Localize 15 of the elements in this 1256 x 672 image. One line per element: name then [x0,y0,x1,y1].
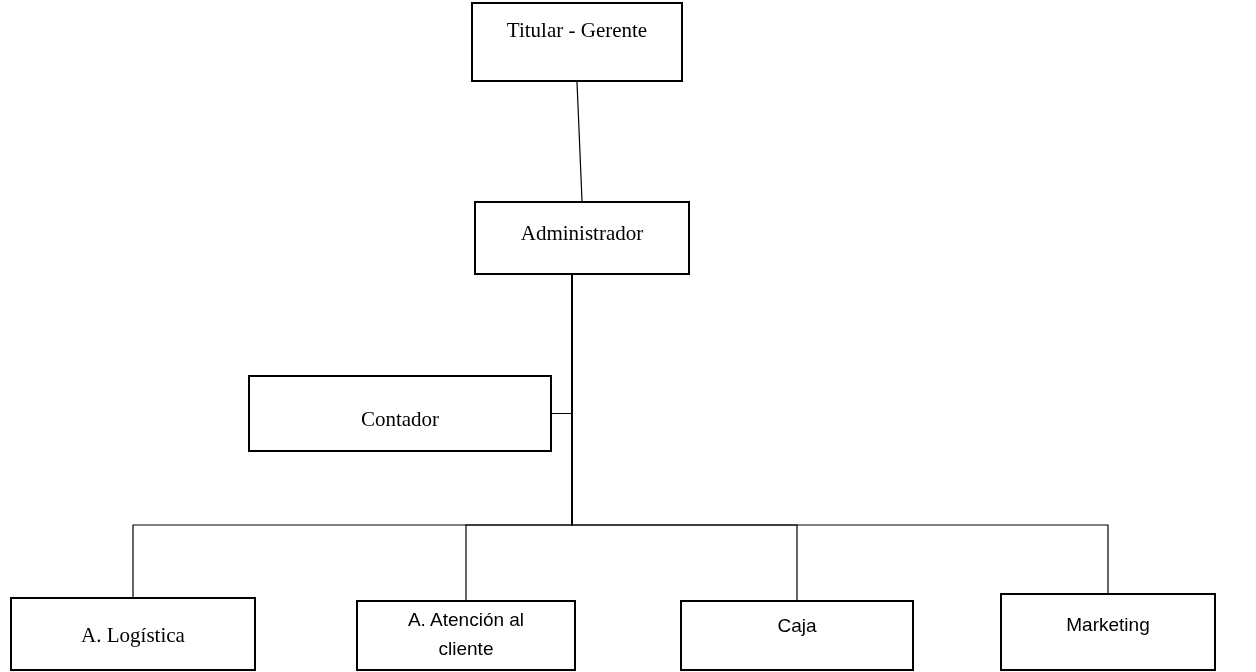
box-label: A. Atención al cliente [406,608,526,661]
box-label: Titular - Gerente [506,18,648,43]
org-box [1000,593,1216,671]
box-label: Contador [360,407,440,432]
org-box [10,597,256,671]
connector-line [576,81,583,202]
org-box [471,2,683,82]
org-box [356,600,576,671]
box-label: Caja [777,614,817,638]
box-label: Administrador [520,221,644,246]
org-box [248,375,552,452]
box-label: A. Logística [81,623,185,648]
org-box [474,201,690,275]
box-label: Marketing [1066,613,1150,637]
org-box [680,600,914,671]
